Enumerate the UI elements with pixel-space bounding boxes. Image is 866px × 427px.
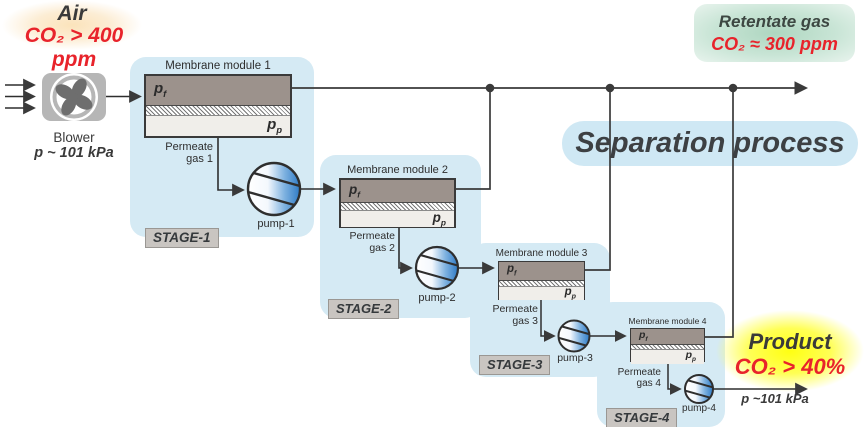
feed-pressure-symbol: pf (349, 182, 361, 200)
junction-dots (485, 83, 738, 93)
pump-2-icon (414, 245, 460, 291)
membrane-module-4: Membrane module 4 pf pp (629, 316, 706, 365)
permeate-pressure-symbol: pp (432, 209, 446, 228)
permeate-1-line (217, 138, 245, 197)
pump-3-label: pump-3 (557, 352, 593, 364)
permeate-pressure-symbol: pp (267, 115, 282, 135)
module-4-feed-side: pf (631, 328, 704, 345)
module-1-title: Membrane module 1 (165, 60, 271, 72)
module3-retentate-riser (585, 88, 611, 271)
separation-process-panel (562, 121, 858, 166)
module-4-title: Membrane module 4 (628, 316, 707, 326)
feed-pressure-symbol: pf (507, 263, 517, 278)
pump-4-icon (684, 374, 714, 404)
module2-retentate-riser (456, 88, 491, 190)
air-inlet-arrows (5, 78, 36, 115)
permeate-4-line (667, 362, 682, 395)
process-title: Separation process (575, 127, 845, 159)
product-co2-value: CO₂ > 40% (734, 354, 846, 379)
module-4-permeate-side: pp (631, 349, 704, 365)
pump-3-icon (557, 319, 591, 353)
membrane-module-1: Membrane module 1 pf pp (144, 60, 292, 138)
module4-retentate-riser (705, 88, 734, 338)
module-2-box: pf pp (339, 178, 456, 228)
blower-label: Blower (53, 130, 95, 145)
module-1-membrane (146, 104, 290, 117)
module-1-box: pf pp (144, 74, 292, 138)
permeate-2-line (398, 228, 413, 275)
feed-pressure-symbol: pf (154, 80, 167, 100)
module-4-membrane (631, 344, 704, 351)
permeate-3-line (540, 300, 556, 342)
blower-icon (42, 73, 106, 121)
membrane-module-2: Membrane module 2 pf pp (339, 164, 456, 228)
module-2-title: Membrane module 2 (347, 164, 448, 176)
module-2-membrane (341, 202, 454, 211)
stage-4-tag: STAGE-4 (606, 408, 678, 427)
product-title: Product (748, 329, 832, 354)
pump-1-label: pump-1 (257, 218, 295, 230)
retentate-co2-value: CO₂ ≈ 300 ppm (711, 34, 838, 54)
module-3-permeate-side: pp (499, 285, 584, 301)
product-glow (716, 310, 864, 392)
product-pressure: p ~101 kPa (741, 391, 809, 406)
module-2-feed-side: pf (341, 180, 454, 203)
retentate-badge (694, 4, 855, 62)
module-1-feed-side: pf (146, 76, 290, 105)
module-2-permeate-side: pp (341, 211, 454, 227)
permeate-pressure-symbol: pp (685, 349, 696, 364)
module-3-membrane (499, 279, 584, 287)
stage-2-tag: STAGE-2 (328, 299, 400, 319)
blower-pressure: p ~ 101 kPa (34, 145, 114, 161)
stage-1-tag: STAGE-1 (145, 228, 219, 248)
membrane-module-3: Membrane module 3 pf pp (496, 248, 587, 301)
module-3-title: Membrane module 3 (495, 248, 588, 259)
retentate-title: Retentate gas (718, 12, 831, 31)
air-glow (2, 0, 142, 50)
stage-4-panel (597, 302, 725, 427)
stage-3-tag: STAGE-3 (479, 355, 551, 375)
module-3-box: pf pp (498, 261, 585, 301)
pump-4-label: pump-4 (682, 403, 716, 414)
feed-pressure-symbol: pf (639, 328, 648, 343)
module-4-box: pf pp (630, 328, 705, 365)
module-3-feed-side: pf (499, 262, 584, 280)
pump-2-label: pump-2 (418, 292, 456, 304)
air-title: Air (57, 2, 87, 25)
permeate-pressure-symbol: pp (564, 285, 576, 301)
pump-1-icon (246, 161, 302, 217)
module-1-permeate-side: pp (146, 116, 290, 136)
air-co2-value: CO₂ > 400 ppm (24, 24, 124, 71)
